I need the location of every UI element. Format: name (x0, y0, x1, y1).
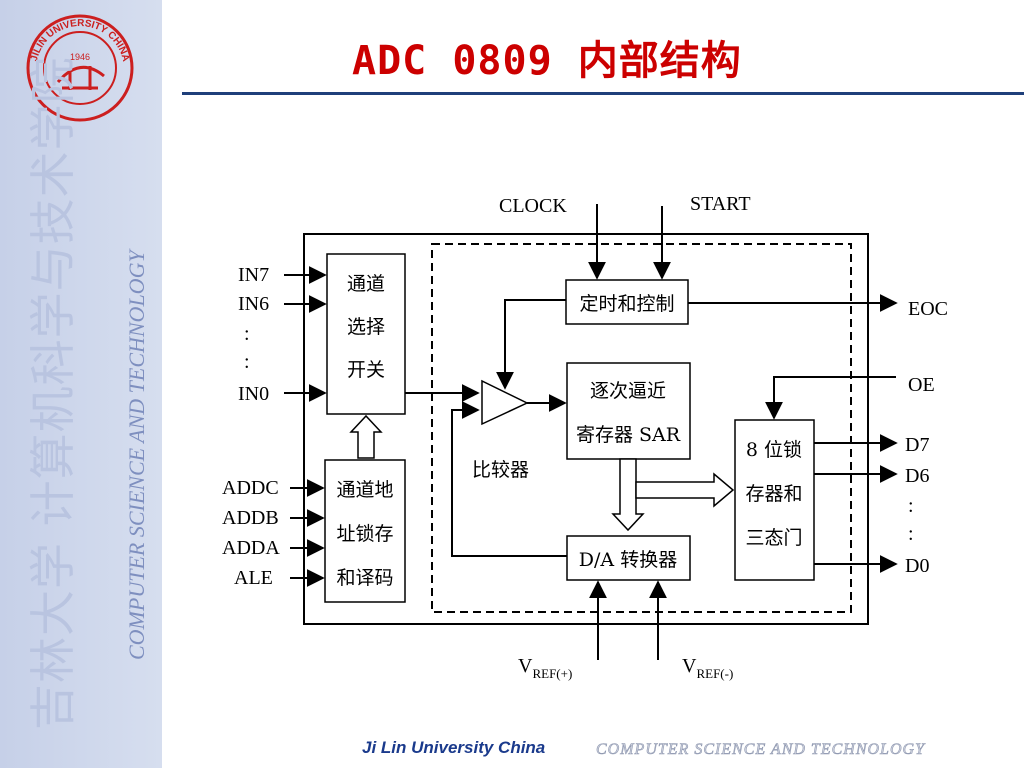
university-logo: JILIN UNIVERSITY CHINA 1946 (26, 14, 134, 122)
arrow-oe (765, 376, 896, 420)
output-latch-block (734, 419, 815, 581)
timing-control-label: 定时和控制 (579, 293, 674, 315)
sidebar: JILIN UNIVERSITY CHINA 1946 COMPUTER SCI… (0, 0, 162, 768)
latch-label-1: 8 位锁 (746, 439, 802, 461)
label-out-colon-1: : (908, 495, 914, 517)
label-d0: D0 (905, 555, 929, 577)
latch-label-3: 三态门 (745, 527, 802, 549)
label-oe: OE (908, 374, 935, 396)
address-latch-block (324, 459, 406, 603)
dac-feedback (451, 401, 567, 557)
mux-label-2: 选择 (347, 316, 385, 338)
label-adda: ADDA (222, 537, 280, 559)
label-in7: IN7 (238, 264, 269, 286)
dac-label: D/A 转换器 (579, 549, 677, 571)
label-vref-plus: VREF(+) (518, 655, 572, 681)
label-clock: CLOCK (499, 195, 567, 217)
label-in6: IN6 (238, 293, 269, 315)
addr-latch-label-1: 通道地 (336, 479, 393, 501)
label-ale: ALE (234, 567, 273, 589)
mux-label-1: 通道 (347, 273, 385, 295)
label-addc: ADDC (222, 477, 279, 499)
comparator-symbol (481, 379, 529, 426)
label-in0: IN0 (238, 383, 269, 405)
mux-label-3: 开关 (347, 359, 385, 381)
label-vref-minus: VREF(-) (682, 655, 733, 681)
dac-block (566, 535, 691, 581)
hollow-arrow-sar-to-dac (611, 458, 645, 532)
converter-region (431, 243, 852, 613)
hollow-arrow-up (349, 414, 383, 459)
footer-university: Ji Lin University China (362, 738, 546, 757)
addr-latch-label-3: 和译码 (336, 567, 393, 589)
label-start: START (690, 193, 751, 215)
mux-block (326, 253, 406, 415)
chip-outline (303, 233, 869, 625)
latch-label-2: 存器和 (745, 483, 802, 505)
sar-label-1: 逐次逼近 (590, 380, 666, 402)
label-eoc: EOC (908, 298, 948, 320)
label-d6: D6 (905, 465, 929, 487)
label-colon-1: : (244, 323, 250, 345)
title-divider (182, 92, 1024, 95)
hollow-arrow-sar-to-latch (635, 472, 735, 508)
page-title: ADC 0809 内部结构 (352, 38, 742, 84)
timing-to-comparator (496, 299, 566, 390)
comparator-label: 比较器 (472, 459, 529, 481)
label-d7: D7 (905, 434, 929, 456)
addr-latch-label-2: 址锁存 (336, 523, 393, 545)
sar-label-2: 寄存器 SAR (576, 424, 681, 446)
logo-year: 1946 (70, 52, 90, 62)
label-colon-2: : (244, 351, 250, 373)
label-out-colon-2: : (908, 523, 914, 545)
footer-department: COMPUTER SCIENCE AND TECHNOLOGY (596, 741, 925, 759)
label-addb: ADDB (222, 507, 279, 529)
